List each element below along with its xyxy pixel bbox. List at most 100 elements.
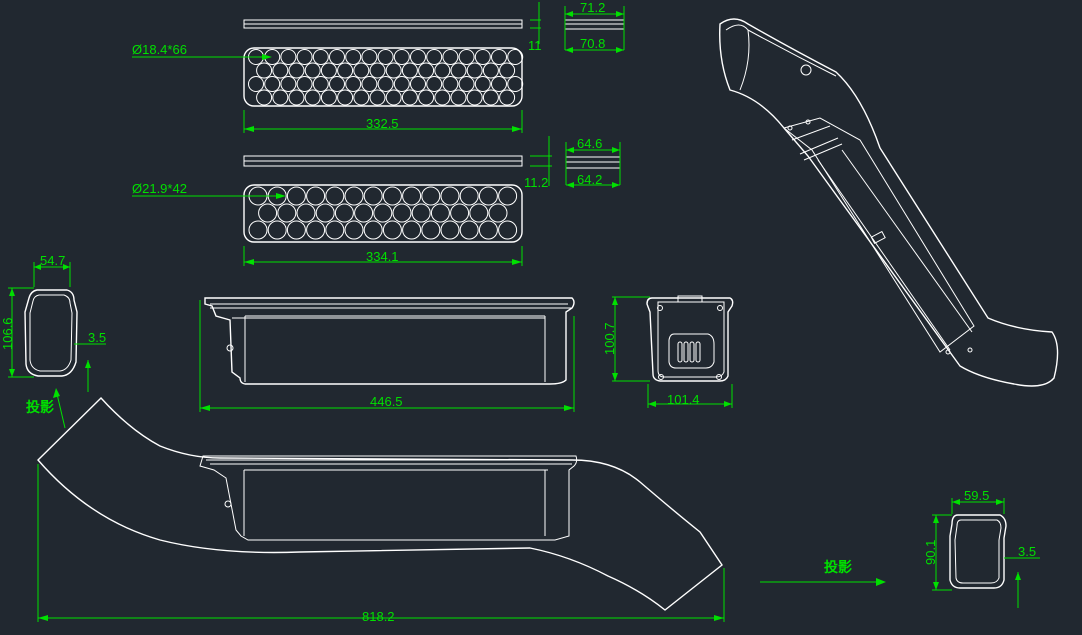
cell-hole — [478, 186, 498, 206]
cell-hole — [264, 76, 281, 92]
dim-sec-left-wall: 3.5 — [88, 330, 106, 345]
cell-hole — [482, 89, 499, 106]
cell-hole — [334, 203, 354, 223]
cell-holder-bottom: 11.2 Ø21.9*42 334.1 — [132, 136, 552, 266]
cell-hole — [361, 49, 378, 65]
cell-hole — [430, 203, 450, 223]
cell-hole — [382, 220, 402, 240]
cell-hole — [277, 203, 297, 223]
cell-hole — [286, 186, 306, 206]
tube-assembly: 818.2 — [37, 396, 725, 624]
cell-hole — [354, 203, 374, 223]
cell-hole — [353, 62, 370, 79]
cell-hole — [325, 220, 345, 240]
cell-hole — [329, 49, 345, 65]
cell-hole — [459, 186, 479, 206]
cell-hole — [402, 220, 422, 240]
dim-box-len: 446.5 — [370, 394, 403, 409]
cell-hole — [344, 220, 364, 240]
cell-hole — [288, 89, 305, 106]
width-view-bottom: 64.6 64.2 — [565, 136, 621, 188]
cell-hole — [458, 49, 475, 65]
cell-hole — [488, 203, 508, 223]
dim-thick-top: 11 — [528, 38, 542, 53]
cell-hole — [474, 76, 491, 92]
cell-hole — [306, 220, 326, 240]
cell-hole — [248, 76, 264, 92]
cell-grid-bottom — [248, 186, 518, 240]
cell-hole — [312, 76, 329, 92]
cell-hole — [256, 89, 273, 106]
dim-sec-right-w: 59.5 — [964, 488, 989, 503]
cell-hole — [459, 220, 479, 240]
cell-hole — [450, 203, 470, 223]
dim-sec-left-w: 54.7 — [40, 253, 65, 268]
cell-hole — [402, 186, 422, 206]
cell-hole — [466, 62, 483, 79]
dim-w-top-outer: 71.2 — [580, 0, 605, 15]
cell-hole — [401, 62, 418, 79]
cell-hole — [421, 186, 441, 206]
cell-hole — [499, 62, 516, 79]
cell-hole — [498, 186, 518, 206]
isometric-view — [719, 18, 1059, 387]
end-view: 100.7 101.4 — [602, 295, 734, 408]
cell-hole — [353, 89, 370, 106]
cell-hole — [418, 89, 435, 106]
cell-hole — [369, 89, 386, 106]
cell-hole — [382, 186, 402, 206]
cell-hole — [373, 203, 393, 223]
cell-hole — [498, 220, 518, 240]
cell-hole — [392, 203, 412, 223]
cell-hole — [410, 76, 426, 92]
dim-sec-right-h: 90.1 — [923, 540, 938, 565]
cell-hole — [272, 62, 289, 79]
dim-end-h: 100.7 — [602, 322, 617, 355]
dim-sec-right-wall: 3.5 — [1018, 544, 1036, 559]
cell-hole — [320, 89, 337, 106]
cell-hole — [256, 62, 273, 79]
dim-sec-left-h: 106.6 — [0, 317, 15, 350]
cell-hole — [320, 62, 337, 79]
cell-hole — [296, 203, 316, 223]
note-projection-right: 投影 — [824, 560, 852, 576]
cell-hole — [329, 76, 345, 92]
cell-hole — [393, 49, 410, 65]
cell-hole — [385, 89, 402, 106]
cell-hole — [434, 62, 451, 79]
cell-hole — [450, 89, 467, 106]
cell-hole — [385, 62, 402, 79]
cell-hole — [411, 203, 431, 223]
cell-hole — [344, 186, 364, 206]
dim-w-bot-inner: 64.2 — [577, 172, 602, 187]
cell-hole — [363, 220, 383, 240]
cell-hole — [466, 89, 483, 106]
dim-len-top: 332.5 — [366, 116, 399, 131]
section-left: 54.7 106.6 3.5 投影 — [0, 253, 106, 429]
cell-hole — [296, 76, 313, 92]
cell-hole — [306, 186, 326, 206]
cell-hole — [258, 203, 278, 223]
cell-hole — [401, 89, 418, 106]
cell-hole — [426, 76, 443, 92]
cell-hole — [393, 76, 410, 92]
cell-hole — [312, 49, 329, 65]
dim-w-bot-outer: 64.6 — [577, 136, 602, 151]
dim-len-bottom: 334.1 — [366, 249, 399, 264]
cell-hole — [482, 62, 499, 79]
cell-hole — [450, 62, 467, 79]
cell-hole — [440, 220, 460, 240]
dim-thick-bottom: 11.2 — [524, 175, 548, 190]
cell-hole — [345, 76, 362, 92]
cell-hole — [345, 49, 362, 65]
cell-hole — [369, 62, 386, 79]
cell-holder-top: 11 Ø18.4*66 332.5 — [132, 2, 542, 133]
cell-hole — [337, 62, 354, 79]
cell-hole — [272, 89, 289, 106]
dim-w-top-inner: 70.8 — [580, 36, 605, 51]
cell-hole — [377, 49, 394, 65]
cell-hole — [410, 49, 426, 65]
cell-hole — [286, 220, 306, 240]
cell-hole — [478, 220, 498, 240]
